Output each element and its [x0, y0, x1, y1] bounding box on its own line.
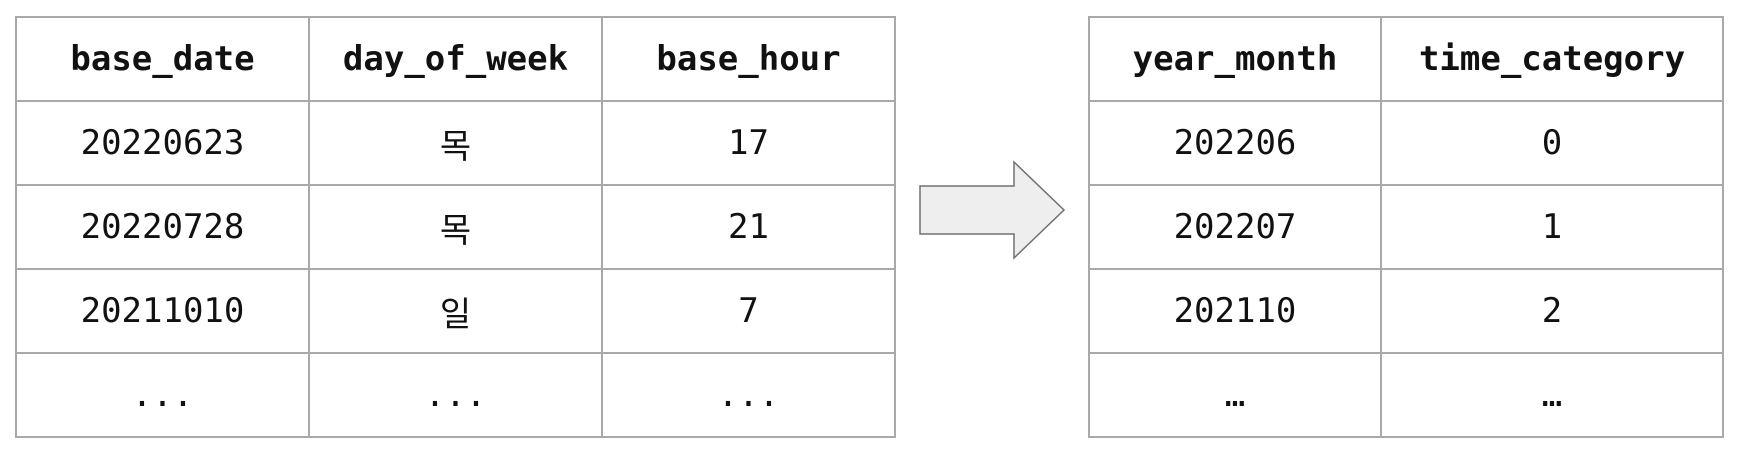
table-row: 202206 0: [1088, 100, 1724, 186]
table-cell: 일: [308, 268, 603, 354]
table-cell: 202110: [1088, 268, 1382, 354]
table-cell: …: [1380, 352, 1724, 438]
table-cell: 7: [601, 268, 896, 354]
table-header-row: base_date day_of_week base_hour: [15, 16, 896, 102]
column-header: base_hour: [601, 16, 896, 102]
table-cell: 0: [1380, 100, 1724, 186]
table-cell: 20220728: [15, 184, 310, 270]
table-cell: 17: [601, 100, 896, 186]
table-cell: 21: [601, 184, 896, 270]
table-cell: 목: [308, 100, 603, 186]
column-header: year_month: [1088, 16, 1382, 102]
table-cell: …: [1088, 352, 1382, 438]
table-cell: 20211010: [15, 268, 310, 354]
table-row: 202110 2: [1088, 268, 1724, 354]
column-header: time_category: [1380, 16, 1724, 102]
arrow-right-icon: [919, 160, 1066, 260]
table-cell: 202206: [1088, 100, 1382, 186]
column-header: day_of_week: [308, 16, 603, 102]
table-cell: 20220623: [15, 100, 310, 186]
table-cell: 2: [1380, 268, 1724, 354]
table-cell: ...: [15, 352, 310, 438]
table-cell: ...: [601, 352, 896, 438]
table-header-row: year_month time_category: [1088, 16, 1724, 102]
table-row: 202207 1: [1088, 184, 1724, 270]
source-table: base_date day_of_week base_hour 20220623…: [15, 16, 896, 438]
table-cell: 목: [308, 184, 603, 270]
table-cell: 1: [1380, 184, 1724, 270]
table-row: 20211010 일 7: [15, 268, 896, 354]
table-row: … …: [1088, 352, 1724, 438]
result-table: year_month time_category 202206 0 202207…: [1088, 16, 1724, 438]
table-cell: ...: [308, 352, 603, 438]
column-header: base_date: [15, 16, 310, 102]
table-cell: 202207: [1088, 184, 1382, 270]
table-row: ... ... ...: [15, 352, 896, 438]
table-row: 20220623 목 17: [15, 100, 896, 186]
arrow-shape: [919, 160, 1066, 260]
table-row: 20220728 목 21: [15, 184, 896, 270]
